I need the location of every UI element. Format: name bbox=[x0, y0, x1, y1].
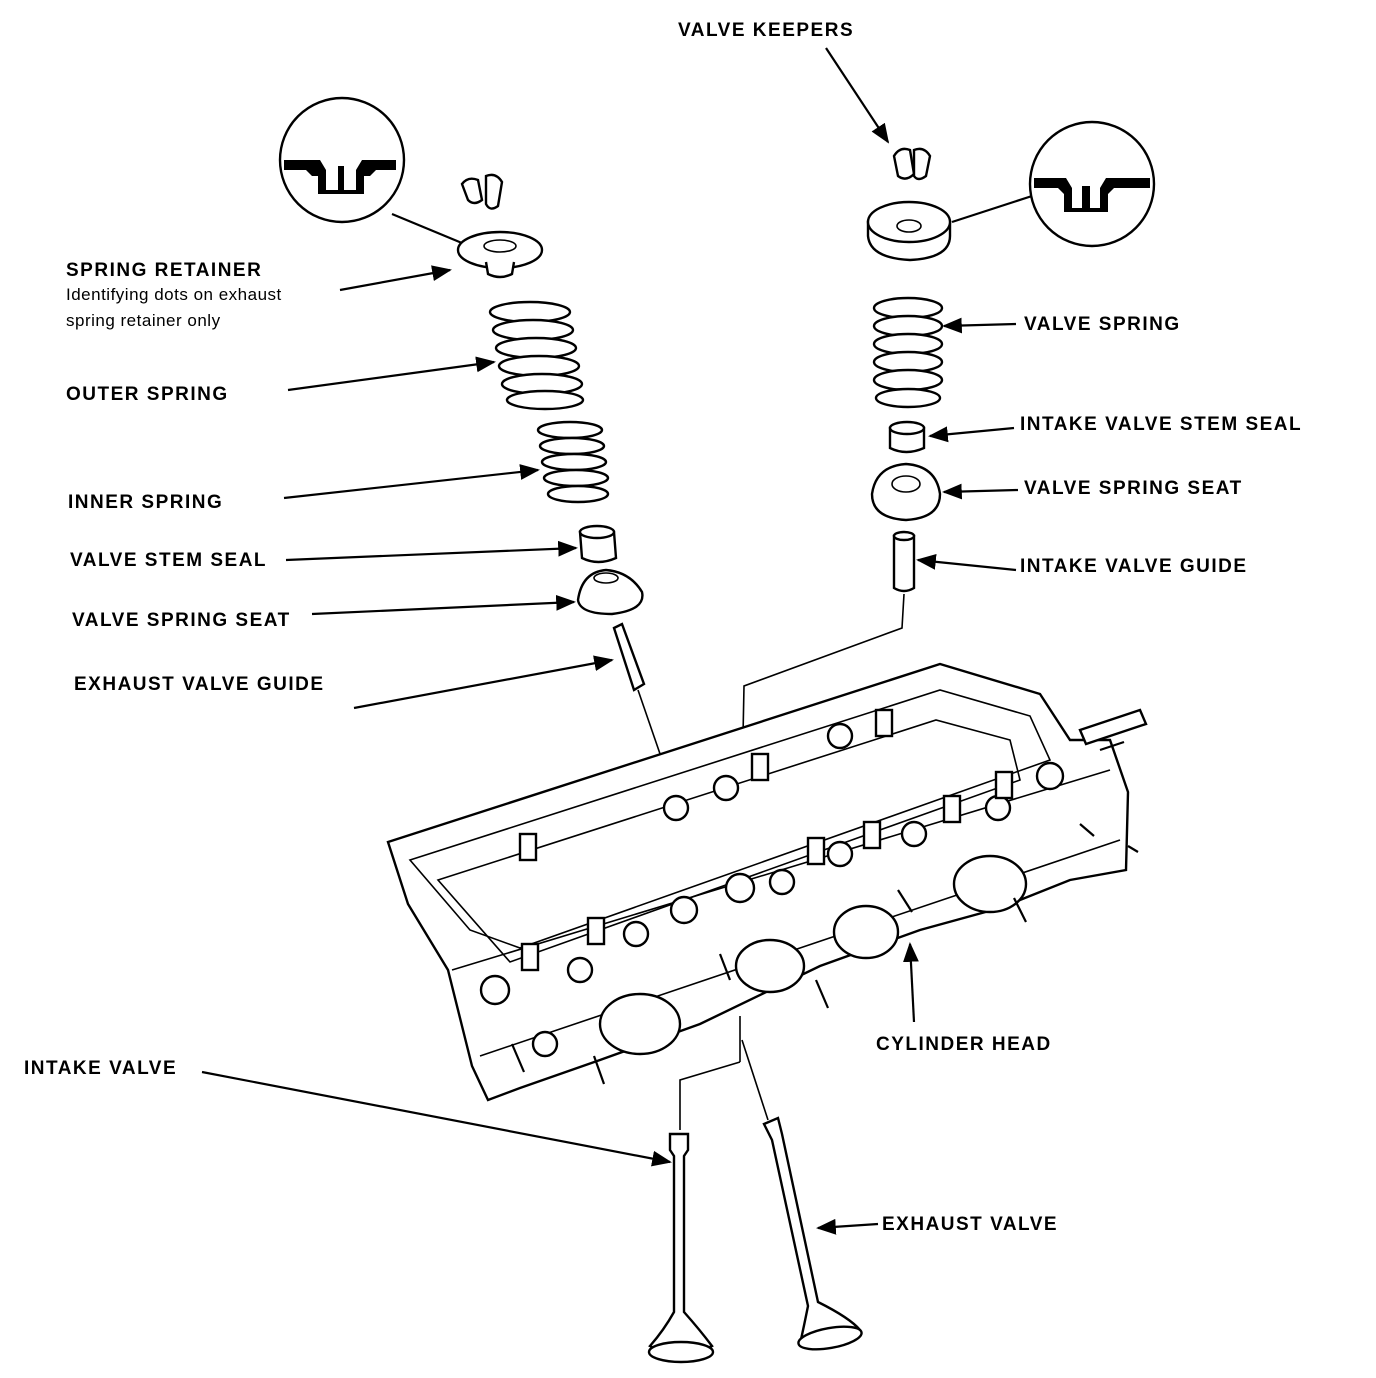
valve-spring-intake bbox=[872, 296, 944, 409]
label-valve-spring-seat-left: VALVE SPRING SEAT bbox=[72, 610, 291, 631]
label-cylinder-head: CYLINDER HEAD bbox=[876, 1034, 1052, 1055]
manifold-studs bbox=[510, 708, 1148, 1085]
note-spring-retainer-2: spring retainer only bbox=[66, 311, 221, 330]
valve-spring-seat-intake bbox=[870, 462, 942, 522]
label-inner-spring: INNER SPRING bbox=[68, 492, 223, 513]
valve-keepers-left bbox=[460, 173, 504, 210]
intake-valve bbox=[647, 1132, 715, 1364]
label-outer-spring: OUTER SPRING bbox=[66, 384, 229, 405]
retainer-detail-circle-left bbox=[278, 96, 475, 250]
valve-holes bbox=[479, 722, 1065, 1058]
spring-retainer-exhaust bbox=[456, 230, 544, 279]
outer-spring bbox=[488, 300, 585, 411]
valve-spring-seat-exhaust bbox=[576, 568, 644, 616]
inner-spring bbox=[536, 420, 610, 504]
label-intake-valve-stem-seal: INTAKE VALVE STEM SEAL bbox=[1020, 414, 1302, 435]
label-exhaust-valve: EXHAUST VALVE bbox=[882, 1214, 1058, 1235]
exhaust-ports bbox=[598, 854, 1028, 1056]
label-spring-retainer: SPRING RETAINER bbox=[66, 260, 262, 281]
spring-retainer-intake bbox=[866, 200, 952, 262]
leader-lines bbox=[201, 47, 1019, 1235]
label-valve-spring-seat-right: VALVE SPRING SEAT bbox=[1024, 478, 1243, 499]
cylinder-head bbox=[386, 662, 1148, 1130]
camshaft-studs bbox=[518, 708, 1014, 972]
label-exhaust-valve-guide: EXHAUST VALVE GUIDE bbox=[74, 674, 325, 695]
label-valve-spring: VALVE SPRING bbox=[1024, 314, 1181, 335]
note-spring-retainer-1: Identifying dots on exhaust bbox=[66, 285, 282, 304]
label-valve-keepers: VALVE KEEPERS bbox=[678, 20, 854, 41]
valve-stem-seal-exhaust bbox=[578, 524, 618, 564]
exhaust-valve bbox=[762, 1116, 863, 1351]
intake-valve-stem-seal bbox=[888, 420, 926, 454]
retainer-detail-circle-right bbox=[951, 120, 1156, 248]
valve-keepers-right bbox=[892, 147, 932, 181]
label-valve-stem-seal: VALVE STEM SEAL bbox=[70, 550, 267, 571]
label-intake-valve: INTAKE VALVE bbox=[24, 1058, 177, 1079]
label-intake-valve-guide: INTAKE VALVE GUIDE bbox=[1020, 556, 1248, 577]
